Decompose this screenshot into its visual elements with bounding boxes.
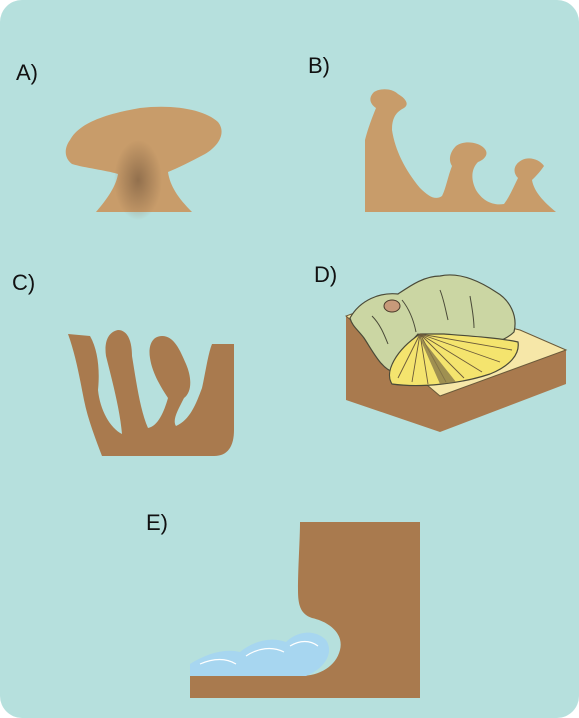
alluvial-fan-icon (346, 275, 566, 432)
mushroom-rock-icon (66, 107, 222, 220)
sea-cliff-notch-icon (190, 522, 420, 698)
rock-pillars-icon (68, 330, 234, 456)
hoodoos-icon (365, 89, 556, 212)
